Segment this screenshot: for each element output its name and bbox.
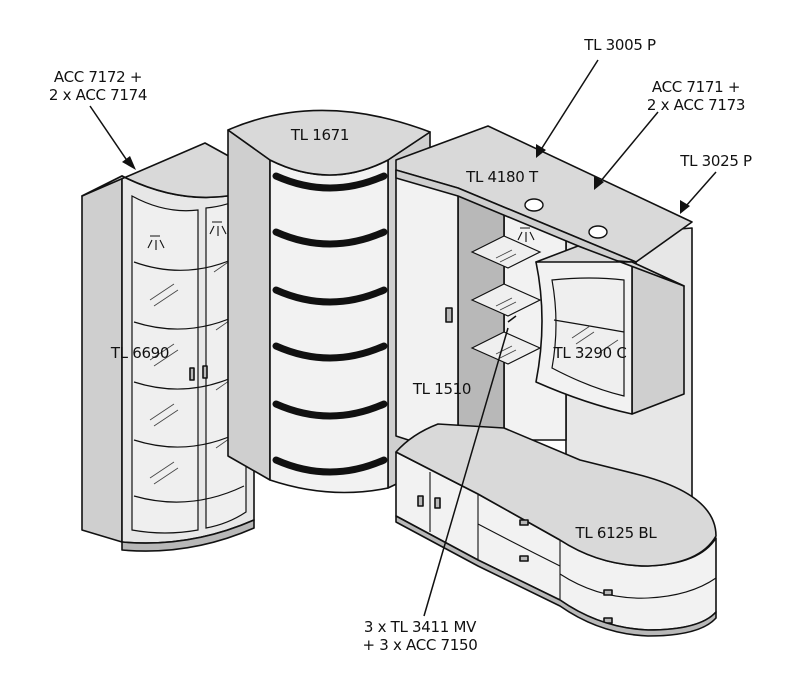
label-acc-7172-line1: ACC 7172 + [54, 68, 142, 86]
label-tl-4180t: TL 4180 T [465, 168, 539, 186]
label-tl-3411-line1: 3 x TL 3411 MV [364, 618, 477, 636]
label-tl-3411-line2: + 3 x ACC 7150 [363, 636, 478, 654]
label-tl-6690: TL 6690 [110, 344, 169, 362]
label-tl-3005p: TL 3005 P [583, 36, 656, 54]
label-acc-7171-line2: 2 x ACC 7173 [647, 96, 745, 114]
sideboard-tl-6125-bl [395, 423, 717, 637]
part-labels: ACC 7172 + 2 x ACC 7174 TL 1671 TL 3005 … [49, 36, 752, 654]
label-tl-6125bl: TL 6125 BL [575, 524, 658, 542]
label-tl-3025p: TL 3025 P [679, 152, 752, 170]
label-acc-7172-line2: 2 x ACC 7174 [49, 86, 147, 104]
glass-cabinet-tl-6690 [81, 142, 255, 552]
label-acc-7171-line1: ACC 7171 + [652, 78, 740, 96]
leader-lines [89, 59, 717, 617]
label-tl-1510: TL 1510 [412, 380, 471, 398]
label-tl-3290c: TL 3290 C [552, 344, 626, 362]
wall-unit [395, 125, 693, 513]
label-tl-1671: TL 1671 [290, 126, 349, 144]
